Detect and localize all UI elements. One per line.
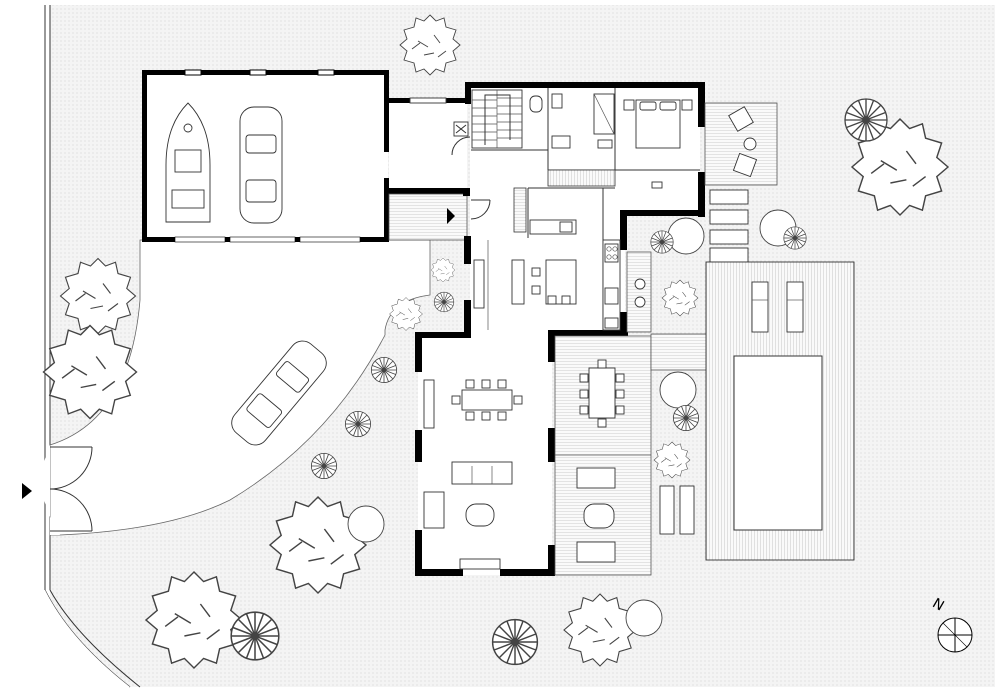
terrace-sofa-1 [576, 467, 616, 489]
pool-walkway [650, 333, 708, 371]
driveway-lower [42, 445, 60, 535]
mudroom-wall-bottom [389, 188, 471, 194]
street [5, 5, 50, 687]
swimming-pool [733, 355, 823, 531]
garage-wall-right-top [384, 70, 389, 152]
stair-left-wall [465, 82, 471, 104]
hall-west-wall [463, 188, 470, 196]
east-wall-3 [548, 545, 555, 576]
bedroom-east-wall-bottom [698, 172, 705, 217]
dining-north-wall [415, 332, 471, 338]
kitchen-counter [602, 239, 621, 331]
garage-wall-left [142, 70, 147, 242]
sun-loungers [751, 281, 804, 333]
terrace-table [583, 503, 615, 529]
dining-west-wall-1 [415, 332, 422, 372]
west-window-2 [473, 259, 485, 309]
mudroom-door-swing [451, 136, 471, 156]
gate-leaf-lower [49, 488, 93, 532]
kitchen-south-wall [548, 330, 628, 336]
driveway [49, 239, 431, 536]
living-sofa [451, 461, 513, 485]
small-tree-icon [347, 209, 797, 637]
pantry-shelves [513, 187, 527, 233]
dining-table [451, 379, 523, 421]
bedroom-south-wall [620, 210, 705, 216]
staircase [471, 89, 523, 149]
mudroom-floor [389, 100, 467, 190]
east-wall-2 [548, 428, 555, 462]
mudroom-appliances [453, 121, 469, 137]
hall-door-swing [470, 199, 491, 220]
bathroom-fixtures [529, 93, 615, 149]
front-door-arrow-icon [447, 208, 455, 224]
driveway-car-icon [231, 340, 327, 446]
boat-icon [165, 102, 211, 223]
stepping-stones [709, 189, 749, 263]
outdoor-stool-2 [634, 296, 646, 308]
property-curve [49, 589, 141, 688]
garage-car-icon [239, 106, 283, 224]
garage-windows [174, 69, 361, 243]
outdoor-kitchen [626, 251, 652, 333]
deck-side-table [743, 137, 757, 151]
bedroom-desk [651, 181, 663, 189]
west-window-1 [423, 379, 435, 429]
mudroom-window [409, 97, 447, 104]
dining-west-wall-2 [415, 430, 422, 462]
living-west-wall-mid [464, 300, 471, 336]
gate-leaf-upper [49, 446, 93, 490]
deck-chair-2 [732, 152, 758, 178]
kitchen-east-wall [620, 312, 627, 336]
kitchen-island [511, 259, 577, 305]
south-wall-west [415, 569, 463, 576]
coffee-table [465, 503, 495, 527]
east-wall-1 [548, 332, 555, 362]
outdoor-stool-1 [634, 278, 646, 290]
bedroom-east-wall-top [698, 82, 705, 127]
living-west-wall-upper [464, 236, 471, 264]
pantry-east-wall [620, 210, 627, 250]
south-wall-mid [500, 569, 555, 576]
compass-icon [937, 617, 973, 653]
garage-wall-right-bottom [384, 178, 389, 242]
deck-chair-1 [728, 106, 754, 132]
north-wall [465, 82, 705, 88]
utility-sink [559, 221, 573, 233]
closet [547, 169, 616, 187]
garden-benches [659, 485, 695, 535]
dining-west-wall-3 [415, 530, 422, 576]
terrace-dining-table [579, 359, 625, 428]
entry-porch [388, 193, 468, 241]
south-window [459, 558, 501, 570]
armchair [423, 491, 445, 529]
bed-icon [623, 99, 693, 149]
terrace-sofa-2 [576, 541, 616, 563]
entrance-arrow-icon [22, 483, 32, 499]
